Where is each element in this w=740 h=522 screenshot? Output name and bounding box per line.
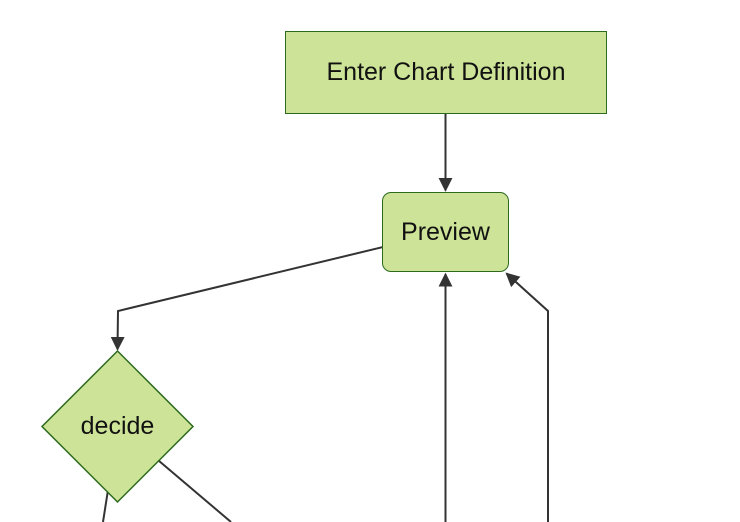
edge-preview-to-decide	[110, 246, 384, 351]
node-decide-label: decide	[80, 412, 155, 440]
node-decide-shape	[40, 349, 195, 504]
edge-bottom-to-preview-right	[505, 272, 549, 522]
node-preview-label: Preview	[401, 217, 490, 246]
node-preview: Preview	[382, 192, 509, 272]
node-enter-chart-definition: Enter Chart Definition	[285, 31, 607, 114]
edge-decide-down-right	[157, 459, 232, 522]
node-enter-chart-definition-label: Enter Chart Definition	[326, 58, 566, 86]
edge-decide-down-left	[102, 489, 109, 522]
